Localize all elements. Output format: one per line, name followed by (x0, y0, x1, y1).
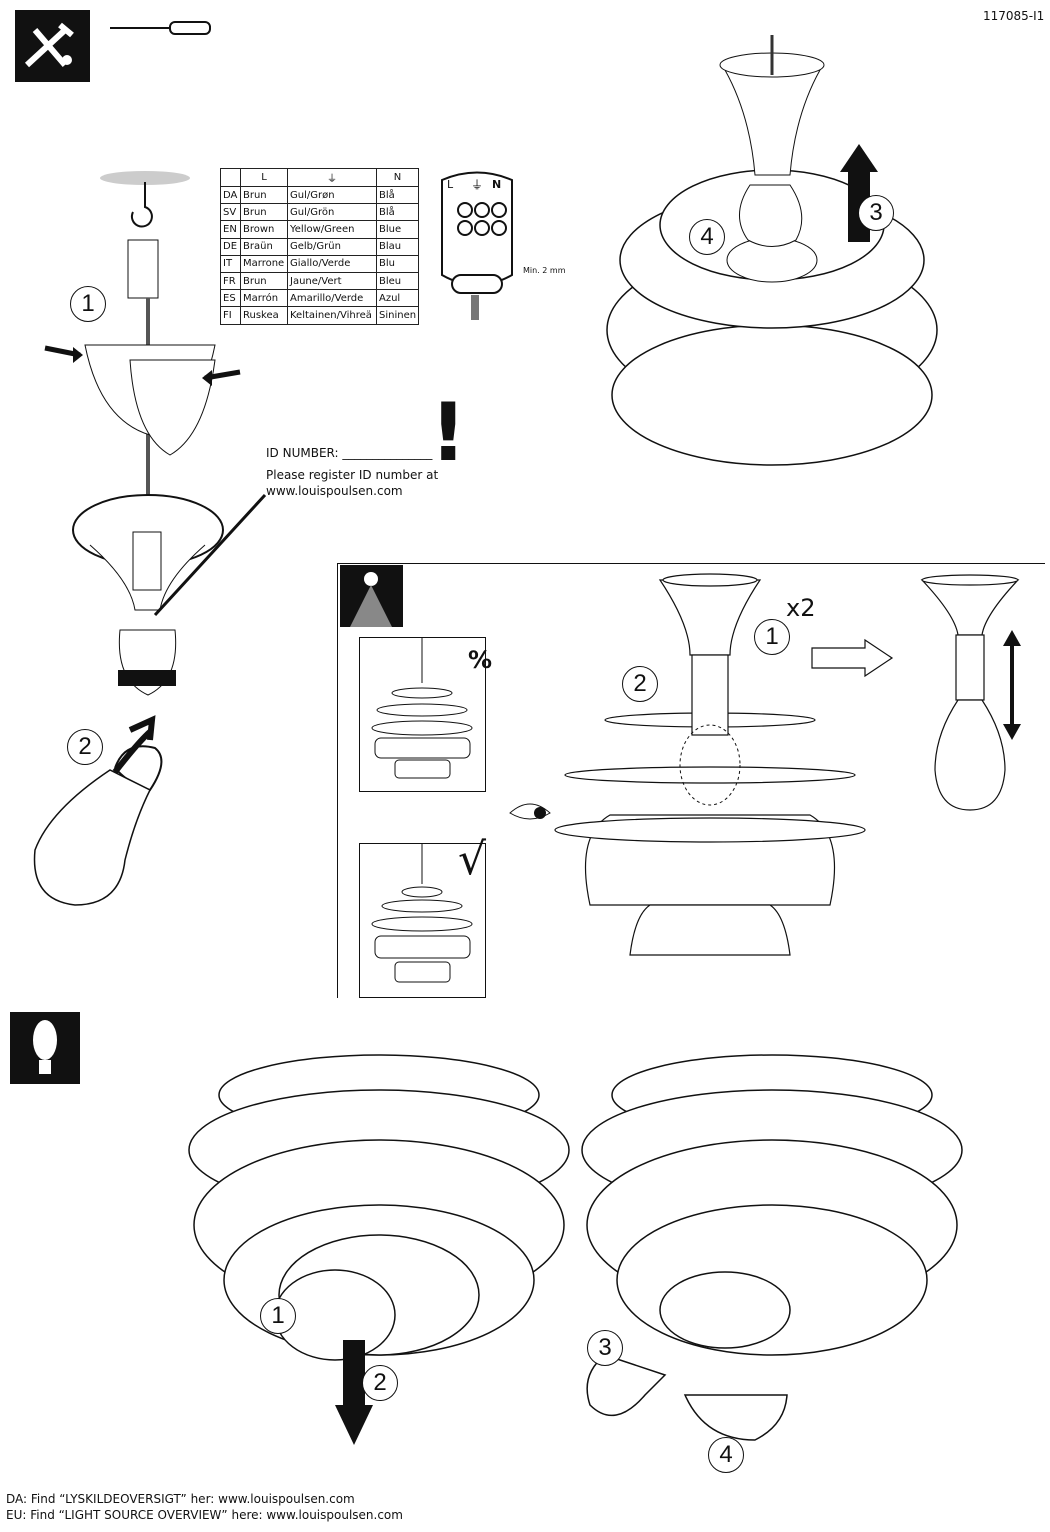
height-adjust-drawing (554, 573, 866, 956)
table-header: N (375, 168, 420, 187)
document-id: 117085-I1 (983, 9, 1045, 23)
table-cell: Keltainen/Vihreä (287, 306, 377, 325)
footer-da: DA: Find “LYSKILDEOVERSIGT” her: www.lou… (6, 1492, 355, 1506)
panel-divider-left (337, 563, 338, 998)
repeat-count: x2 (786, 594, 816, 622)
min-strip-label: Min. 2 mm (523, 266, 566, 275)
table-cell: Yellow/Green (287, 220, 377, 239)
table-cell: DE (220, 237, 241, 256)
table-cell: Braün (240, 237, 288, 256)
table-cell: Giallo/Verde (287, 254, 377, 273)
id-number-label: ID NUMBER: _______________ (266, 446, 433, 460)
table-cell: Brun (240, 185, 288, 205)
incorrect-example-box: % (359, 637, 492, 792)
register-instruction: Please register ID number at (266, 468, 439, 482)
light-source-icon (10, 1012, 80, 1084)
table-cell: Blu (375, 254, 420, 273)
table-cell: Azul (375, 289, 420, 308)
step-4-circle: 4 (708, 1437, 744, 1473)
warning-mark: ! (430, 386, 467, 479)
step-1-circle: 1 (70, 286, 106, 322)
table-cell: IT (220, 254, 241, 273)
terminal-block-drawing: L ⏚ N (437, 170, 519, 320)
table-header (220, 168, 241, 187)
table-cell: Brun (240, 271, 288, 291)
table-cell: EN (220, 220, 241, 239)
register-url: www.louispoulsen.com (266, 484, 403, 498)
step-4-circle: 4 (689, 219, 725, 255)
ceiling-hook-drawing (72, 171, 224, 696)
table-header: ⏚ (287, 168, 377, 187)
correct-example-box: √ (359, 834, 486, 998)
table-cell: FI (220, 306, 241, 325)
earth-icon: ⏚ (471, 178, 484, 192)
table-cell: FR (220, 271, 241, 291)
table-cell: Blå (375, 185, 420, 205)
table-cell: Jaune/Vert (287, 271, 377, 291)
adjusted-socket-drawing (920, 574, 1021, 811)
pointer-line (153, 493, 267, 617)
step-3-circle: 3 (587, 1330, 623, 1366)
correct-mark: √ (458, 834, 487, 885)
table-cell: Gul/Grøn (287, 185, 377, 205)
step-3-circle: 3 (858, 195, 894, 231)
terminal-label-l: L (447, 178, 454, 191)
table-cell: Blue (375, 220, 420, 239)
table-cell: Brown (240, 220, 288, 239)
table-cell: ES (220, 289, 241, 308)
panel-divider-top (337, 563, 1045, 564)
table-cell: DA (220, 185, 241, 205)
table-cell: Marrone (240, 254, 288, 273)
incorrect-mark: % (468, 646, 493, 674)
table-cell: Marrón (240, 289, 288, 308)
light-direction-icon (340, 565, 403, 627)
table-cell: Sininen (375, 306, 420, 325)
step-2-circle: 2 (67, 729, 103, 765)
shade-removal-drawing (606, 35, 938, 466)
tools-icon (15, 10, 90, 82)
table-header: L (240, 168, 288, 187)
eye-icon (509, 803, 551, 820)
table-cell: Bleu (375, 271, 420, 291)
table-cell: Ruskea (240, 306, 288, 325)
terminal-label-n: N (492, 178, 502, 191)
arrow-icon (44, 345, 241, 386)
table-cell: Blau (375, 237, 420, 256)
light-bulb-drawing (33, 715, 163, 906)
table-cell: SV (220, 203, 241, 222)
bulb-removal-drawing (188, 1054, 570, 1445)
table-cell: Amarillo/Verde (287, 289, 377, 308)
footer-eu: EU: Find “LIGHT SOURCE OVERVIEW” here: w… (6, 1508, 403, 1522)
bulb-replacement-drawing (581, 1054, 963, 1441)
next-arrow-icon (811, 638, 894, 678)
table-cell: Gelb/Grün (287, 237, 377, 256)
table-cell: Brun (240, 203, 288, 222)
screwdriver-icon (110, 21, 211, 35)
step-2-circle: 2 (622, 666, 658, 702)
table-cell: Gul/Grön (287, 203, 377, 222)
table-cell: Blå (375, 203, 420, 222)
table-header-row: L ⏚ N (220, 168, 420, 187)
step-1-circle: 1 (260, 1298, 296, 1334)
step-1-circle: 1 (754, 619, 790, 655)
step-2-circle: 2 (362, 1365, 398, 1401)
